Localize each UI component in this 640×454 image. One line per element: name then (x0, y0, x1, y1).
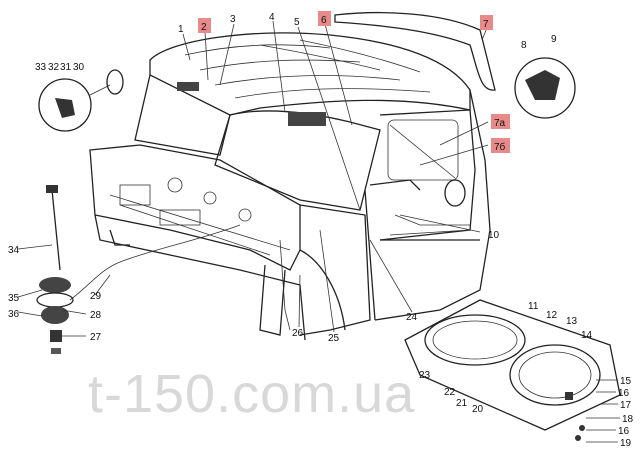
callout-21: 21 (456, 398, 468, 409)
callout-2: 2 (201, 22, 207, 33)
right-column-leaders (586, 379, 620, 443)
callout-29: 29 (90, 291, 102, 302)
mount-bolt-drawing (36, 185, 74, 354)
callout-4: 4 (269, 12, 275, 23)
callout-23: 23 (419, 370, 431, 381)
detail-30-33-drawing (38, 69, 124, 132)
callout-35: 35 (8, 293, 20, 304)
callout-30: 30 (73, 62, 85, 73)
callout-25: 25 (328, 333, 340, 344)
callout-11: 11 (528, 301, 539, 312)
callout-24: 24 (406, 312, 418, 323)
callout-19: 19 (620, 438, 632, 449)
callout-27: 27 (90, 332, 102, 343)
leader-lines (17, 20, 489, 337)
callout-10: 10 (488, 230, 500, 241)
watermark-text: t-150.com.ua (88, 364, 415, 424)
callout-14: 14 (581, 330, 593, 341)
callout-28: 28 (90, 310, 102, 321)
callout-15: 15 (620, 376, 632, 387)
callout-7: 7 (483, 19, 489, 30)
detail-8-9-drawing (514, 57, 576, 119)
callout-7-highlight (480, 15, 493, 30)
callout-18: 18 (622, 414, 634, 425)
callout-2-highlight (198, 18, 211, 33)
callout-16-lower: 16 (618, 426, 630, 437)
callout-5: 5 (294, 17, 300, 28)
callout-36: 36 (8, 309, 20, 320)
callout-13: 13 (566, 316, 578, 327)
callout-7b-highlight (491, 138, 510, 153)
callout-8: 8 (521, 40, 527, 51)
callout-17: 17 (620, 400, 632, 411)
cab-body-drawing (69, 32, 491, 341)
callout-16-upper: 16 (618, 388, 630, 399)
callout-33: 33 (35, 62, 47, 73)
callout-22: 22 (444, 387, 456, 398)
callout-6-highlight (318, 11, 331, 26)
callout-3: 3 (230, 14, 236, 25)
callout-26: 26 (292, 328, 304, 339)
seal-part-7-drawing (334, 11, 496, 91)
callout-20: 20 (472, 404, 484, 415)
callout-32: 32 (48, 62, 60, 73)
callout-12: 12 (546, 310, 558, 321)
floor-hatch-drawing (404, 299, 621, 441)
callout-7a-highlight (491, 114, 510, 129)
callout-34: 34 (8, 245, 20, 256)
callout-1: 1 (178, 24, 184, 35)
callout-7a: 7a (494, 118, 506, 129)
callout-31: 31 (60, 62, 72, 73)
callout-6: 6 (321, 15, 327, 26)
callout-7b: 7б (494, 141, 506, 153)
callout-9: 9 (551, 34, 557, 45)
